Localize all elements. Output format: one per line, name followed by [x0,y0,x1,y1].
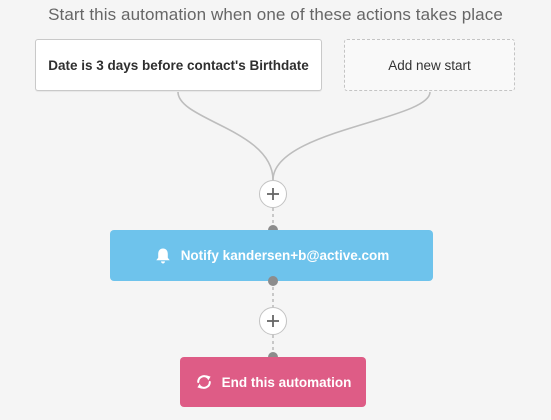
start-trigger-label: Date is 3 days before contact's Birthdat… [48,57,309,73]
plus-icon [267,188,279,200]
page-heading: Start this automation when one of these … [48,5,503,24]
refresh-icon [195,373,213,391]
add-new-start-label: Add new start [388,57,471,73]
notify-action[interactable]: Notify kandersen+b@active.com [110,230,433,281]
add-step-button-1[interactable] [259,180,287,208]
start-trigger-birthdate[interactable]: Date is 3 days before contact's Birthdat… [35,39,322,91]
add-step-button-2[interactable] [259,307,287,335]
connector-dot [268,276,278,286]
add-new-start-button[interactable]: Add new start [344,39,515,91]
plus-icon [267,315,279,327]
notify-action-label: Notify kandersen+b@active.com [180,248,390,263]
bell-icon [154,247,172,265]
end-automation-label: End this automation [221,374,352,390]
end-automation-action[interactable]: End this automation [180,357,366,407]
